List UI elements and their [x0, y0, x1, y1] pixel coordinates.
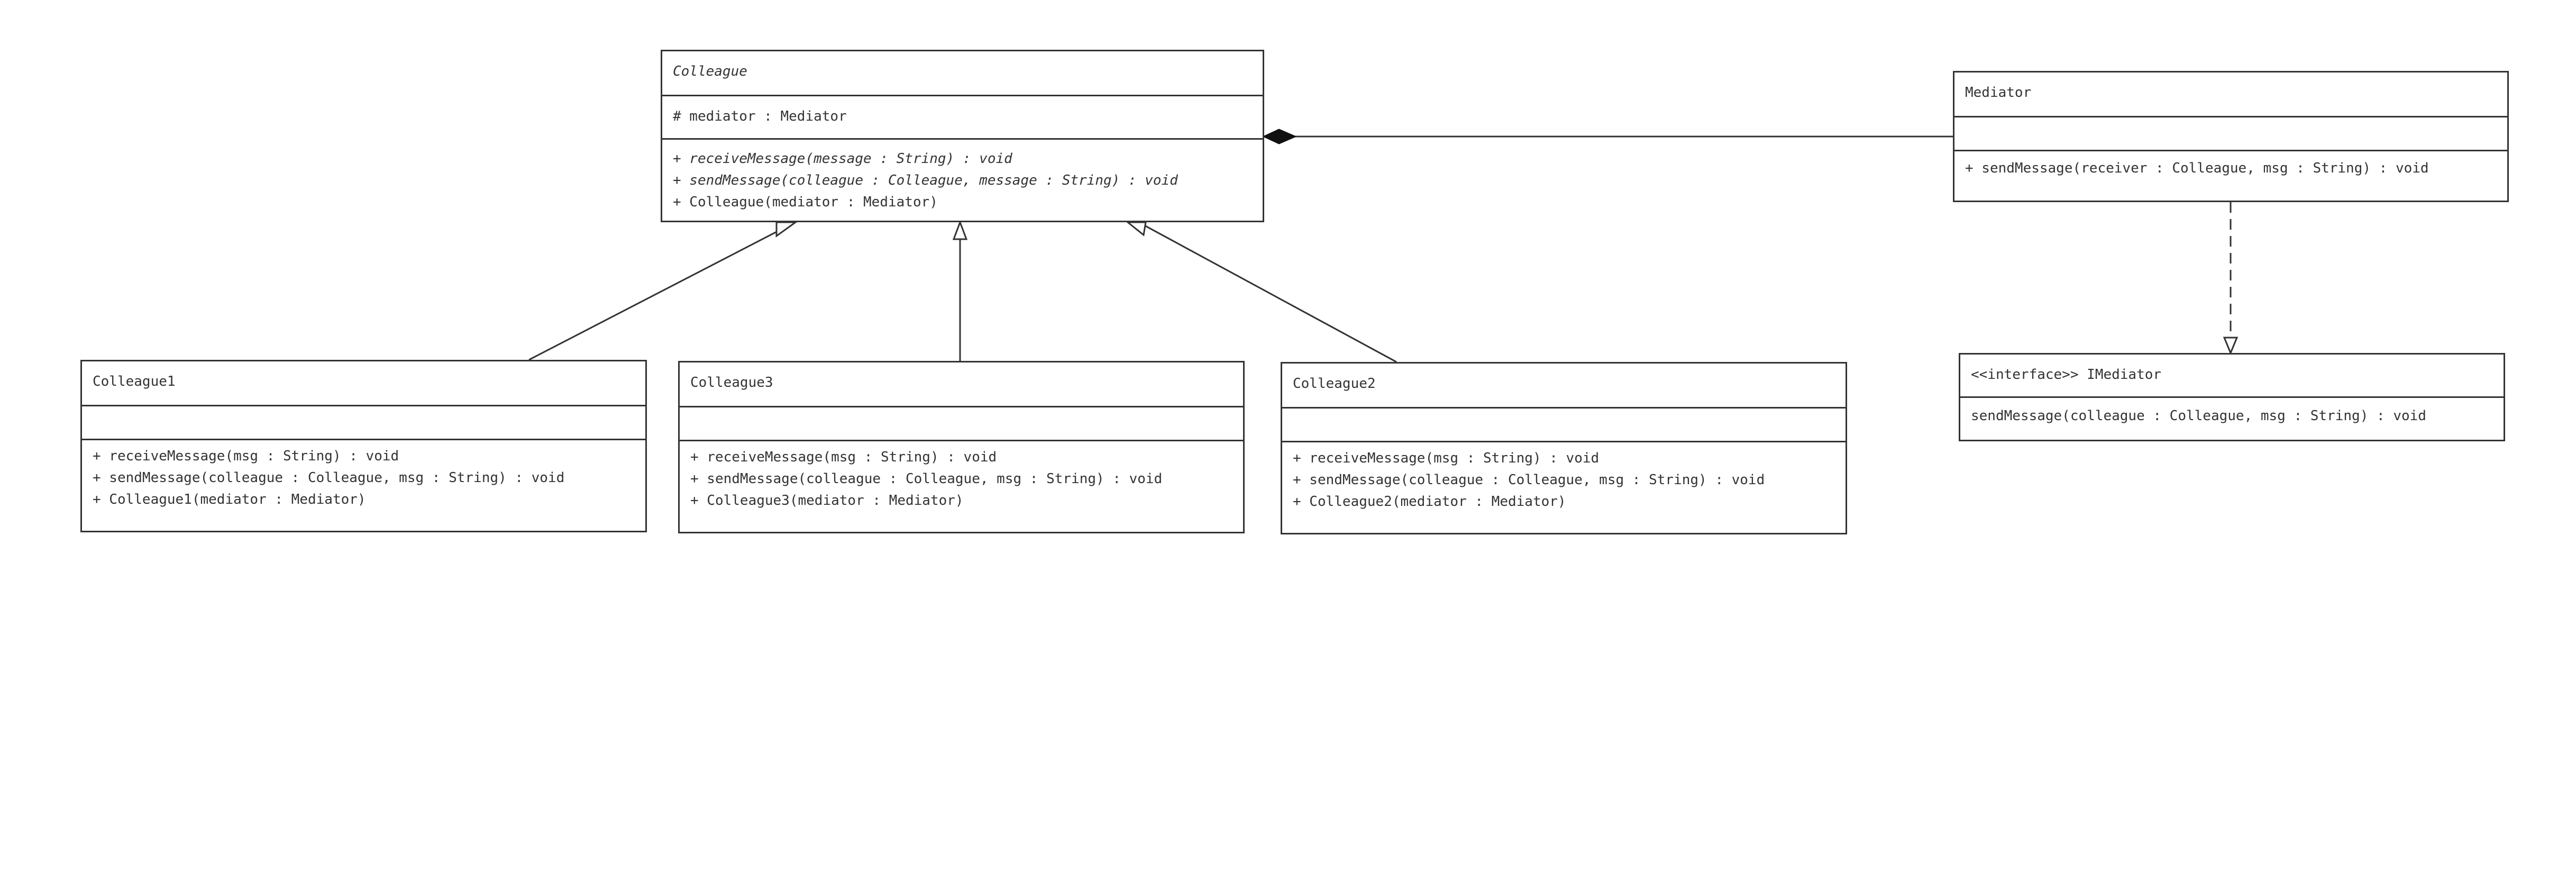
operation-row: + Colleague1(mediator : Mediator) — [93, 492, 366, 507]
class-colleague2[interactable]: Colleague2 + receiveMessage(msg : String… — [1281, 362, 1847, 534]
operation-row: + Colleague3(mediator : Mediator) — [690, 493, 964, 509]
class-name-compartment: Colleague3 — [680, 362, 1243, 406]
operation-row: + receiveMessage(msg : String) : void — [690, 449, 997, 465]
operation-row: + receiveMessage(msg : String) : void — [93, 448, 399, 464]
class-colleague[interactable]: Colleague # mediator : Mediator + receiv… — [661, 50, 1264, 222]
operations-compartment: + receiveMessage(msg : String) : void + … — [680, 440, 1243, 512]
operations-compartment: + sendMessage(receiver : Colleague, msg … — [1954, 150, 2507, 179]
class-name: Colleague1 — [93, 374, 176, 389]
operation-row: + Colleague2(mediator : Mediator) — [1293, 494, 1566, 510]
class-name-compartment: Colleague — [662, 51, 1263, 95]
colleague2-inheritance-line — [1142, 223, 1397, 363]
class-mediator[interactable]: Mediator + sendMessage(receiver : Collea… — [1953, 71, 2509, 202]
attributes-compartment — [82, 405, 645, 439]
class-name: Mediator — [1965, 85, 2032, 101]
class-colleague3[interactable]: Colleague3 + receiveMessage(msg : String… — [678, 361, 1245, 533]
operation-row: + receiveMessage(message : String) : voi… — [673, 151, 1012, 167]
operations-compartment: + receiveMessage(message : String) : voi… — [662, 138, 1263, 213]
operations-compartment: + receiveMessage(msg : String) : void + … — [82, 439, 645, 511]
attributes-compartment — [1954, 116, 2507, 150]
colleague1-inheritance-arrowhead — [775, 221, 798, 238]
colleague3-inheritance-arrowhead — [952, 220, 968, 240]
class-name-compartment: Colleague2 — [1282, 364, 1846, 407]
attributes-compartment: # mediator : Mediator — [662, 95, 1263, 138]
class-name-compartment: Mediator — [1954, 72, 2507, 116]
operations-compartment: sendMessage(colleague : Colleague, msg :… — [1960, 396, 2504, 427]
operation-row: + sendMessage(receiver : Colleague, msg … — [1965, 160, 2429, 176]
operation-row: + sendMessage(colleague : Colleague, msg… — [1293, 472, 1765, 488]
colleague1-inheritance-line — [528, 220, 798, 361]
attribute-row: # mediator : Mediator — [673, 108, 847, 124]
class-name: Colleague3 — [690, 375, 773, 391]
interface-imediator[interactable]: <<interface>> IMediator sendMessage(coll… — [1959, 353, 2505, 441]
operations-compartment: + receiveMessage(msg : String) : void + … — [1282, 441, 1846, 513]
class-name-compartment: Colleague1 — [82, 361, 645, 405]
colleague2-inheritance-arrowhead — [1125, 221, 1147, 237]
class-name: <<interface>> IMediator — [1971, 367, 2162, 383]
realization-arrowhead — [2223, 337, 2239, 355]
class-name: Colleague — [673, 63, 747, 79]
operation-row: sendMessage(colleague : Colleague, msg :… — [1971, 408, 2426, 424]
operation-row: + receiveMessage(msg : String) : void — [1293, 450, 1600, 466]
operation-row: + Colleague(mediator : Mediator) — [673, 194, 938, 210]
class-name-compartment: <<interface>> IMediator — [1960, 355, 2504, 396]
composition-diamond — [1262, 129, 1297, 144]
operation-row: + sendMessage(colleague : Colleague, msg… — [690, 471, 1163, 487]
class-colleague1[interactable]: Colleague1 + receiveMessage(msg : String… — [80, 360, 647, 532]
attributes-compartment — [680, 406, 1243, 440]
operation-row: + sendMessage(colleague : Colleague, mes… — [673, 173, 1178, 188]
operation-row: + sendMessage(colleague : Colleague, msg… — [93, 470, 565, 486]
attributes-compartment — [1282, 407, 1846, 441]
class-name: Colleague2 — [1293, 376, 1376, 392]
